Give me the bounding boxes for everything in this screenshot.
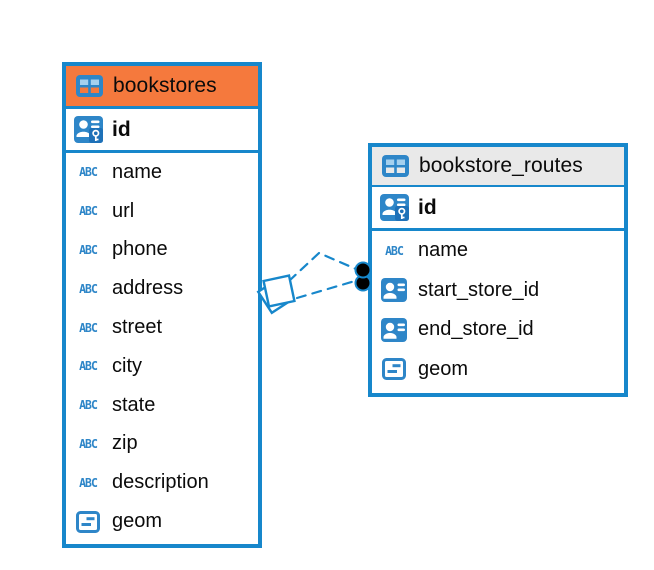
field-row-address[interactable]: ABC address [66,269,258,308]
field-label: address [112,277,184,300]
field-label: city [112,354,142,377]
table-bookstore-routes[interactable]: bookstore_routes id ABC name start_store… [368,143,628,397]
field-label: geom [418,357,469,380]
text-icon: ABC [79,475,98,491]
field-row-name[interactable]: ABC name [66,153,258,192]
field-label: state [112,393,156,416]
fk-line-end-store-id[interactable] [295,279,357,300]
geometry-icon [73,510,103,533]
text-icon: ABC [79,436,98,452]
field-row-phone[interactable]: ABC phone [66,231,258,270]
field-label: description [112,471,209,494]
field-label: zip [112,432,138,455]
field-row-state[interactable]: ABC state [66,386,258,425]
text-icon: ABC [79,359,98,374]
geometry-icon [379,358,409,381]
field-label: geom [112,510,163,533]
field-row-name[interactable]: ABC name [372,231,624,271]
primary-key-icon [73,116,103,143]
field-row-end_store_id[interactable]: end_store_id [372,310,624,350]
table-bookstore-routes-fields: ABC name start_store_id end_store_id geo… [372,231,624,389]
field-row-city[interactable]: ABC city [66,347,258,386]
pk-label: id [112,117,131,141]
table-title: bookstore_routes [419,154,583,177]
field-row-description[interactable]: ABC description [66,463,258,502]
table-bookstores[interactable]: bookstores id ABC name ABC url ABC phone… [62,62,262,548]
field-row-street[interactable]: ABC street [66,308,258,347]
table-title: bookstores [113,74,217,97]
table-bookstore-routes-header[interactable]: bookstore_routes [372,147,624,187]
table-bookstores-fields: ABC name ABC url ABC phone ABC address A… [66,153,258,541]
text-icon: ABC [79,397,98,413]
field-label: street [112,316,163,339]
fk-line-start-store-id[interactable] [287,251,358,283]
text-icon: ABC [385,243,404,259]
user-reference-icon [379,278,409,303]
text-icon: ABC [79,165,98,180]
field-row-geom[interactable]: geom [372,350,624,390]
pk-label: id [418,195,437,219]
table-icon [74,75,104,97]
field-label: name [112,160,163,183]
user-reference-icon [379,317,409,342]
pk-row-id[interactable]: id [372,187,624,231]
table-bookstores-header[interactable]: bookstores [66,66,258,109]
pk-row-id[interactable]: id [66,109,258,153]
field-label: start_store_id [418,278,540,301]
field-row-zip[interactable]: ABC zip [66,425,258,464]
field-label: end_store_id [418,318,534,341]
field-label: name [418,239,469,262]
primary-key-icon [379,194,409,221]
field-label: url [112,199,135,222]
text-icon: ABC [79,242,98,258]
text-icon: ABC [79,281,98,297]
field-row-geom[interactable]: geom [66,502,258,541]
many-side-diamond-marker[interactable] [256,274,296,315]
field-label: phone [112,238,168,261]
field-row-start_store_id[interactable]: start_store_id [372,271,624,311]
field-row-url[interactable]: ABC url [66,192,258,231]
text-icon: ABC [79,320,98,335]
text-icon: ABC [79,203,98,219]
table-icon [380,155,410,177]
